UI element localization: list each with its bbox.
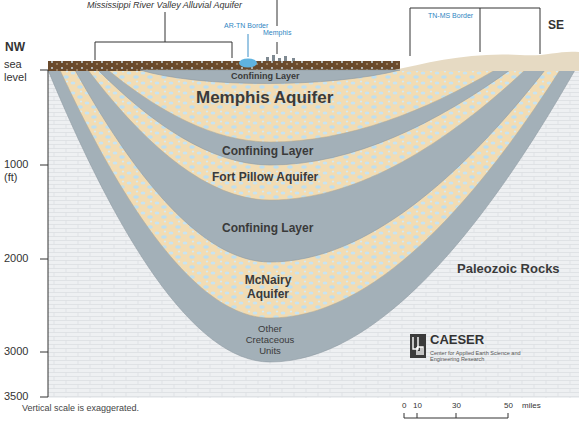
fort-pillow-band [88,70,525,200]
logo-name: CAESER [430,333,484,348]
logo-mark [410,334,426,358]
aquifer-band: Memphis Aquifer [196,88,333,108]
layer-name: Confining Layer [222,145,313,159]
scale-unit: miles [522,401,541,410]
scale-number: 10 [413,401,422,410]
direction-label: SE [548,19,564,33]
aquifer-band: McNairy Aquifer [237,274,299,302]
bracket [95,12,232,60]
confining-band [75,70,545,262]
confining-layer-band: Confining Layer [231,71,300,81]
river [239,59,257,68]
direction-label: NW [5,41,25,55]
top-confining-lens [140,70,400,84]
paleozoic-ground [48,70,579,398]
memphis-band [108,70,495,142]
cretaceous-band [48,70,575,362]
upland-surface [390,52,579,71]
bracket [410,8,540,56]
layer-name: Confining Layer [231,71,300,81]
scale-number: 30 [452,401,461,410]
logo-subtitle: Center for Applied Earth Science and Eng… [430,350,522,363]
layer-name: Other Cretaceous Units [234,324,306,357]
layer-name: Fort Pillow Aquifer [212,171,318,185]
axis-label: 3000 [4,345,28,358]
border-name: AR-TN Border [224,22,268,30]
alluvial-layer [48,61,400,71]
layer-name: Memphis Aquifer [196,88,333,108]
axis-label: sea level [4,58,38,83]
scale-number: 50 [504,401,513,410]
city-name: Memphis [263,29,291,37]
city-marks [266,55,295,61]
axis-label: 2000 [4,252,28,265]
border-name: TN-MS Border [428,12,473,20]
mcnairy-band [60,70,560,318]
cretaceous-band: Other Cretaceous Units [234,324,306,357]
leader-line [277,0,278,54]
aquifer-name: Mississippi River Valley Alluvial Aquife… [87,0,242,10]
rock-region: Paleozoic Rocks [457,262,560,277]
layer-name: Paleozoic Rocks [457,262,560,277]
note: Vertical scale is exaggerated. [22,403,139,413]
confining-layer-band: Confining Layer [222,145,313,159]
confining-layer-band: Confining Layer [222,222,313,236]
axis-label: 3500 [4,390,28,403]
layer-name: Confining Layer [222,222,313,236]
aquifer-band: Fort Pillow Aquifer [212,171,318,185]
scale-bar [404,413,508,418]
scale-number: 0 [402,401,406,410]
depth-axis [40,70,48,397]
confining-band [98,70,510,165]
leader-line [248,34,249,57]
axis-label: 1000 (ft) [4,158,34,183]
layer-name: McNairy Aquifer [237,274,299,302]
